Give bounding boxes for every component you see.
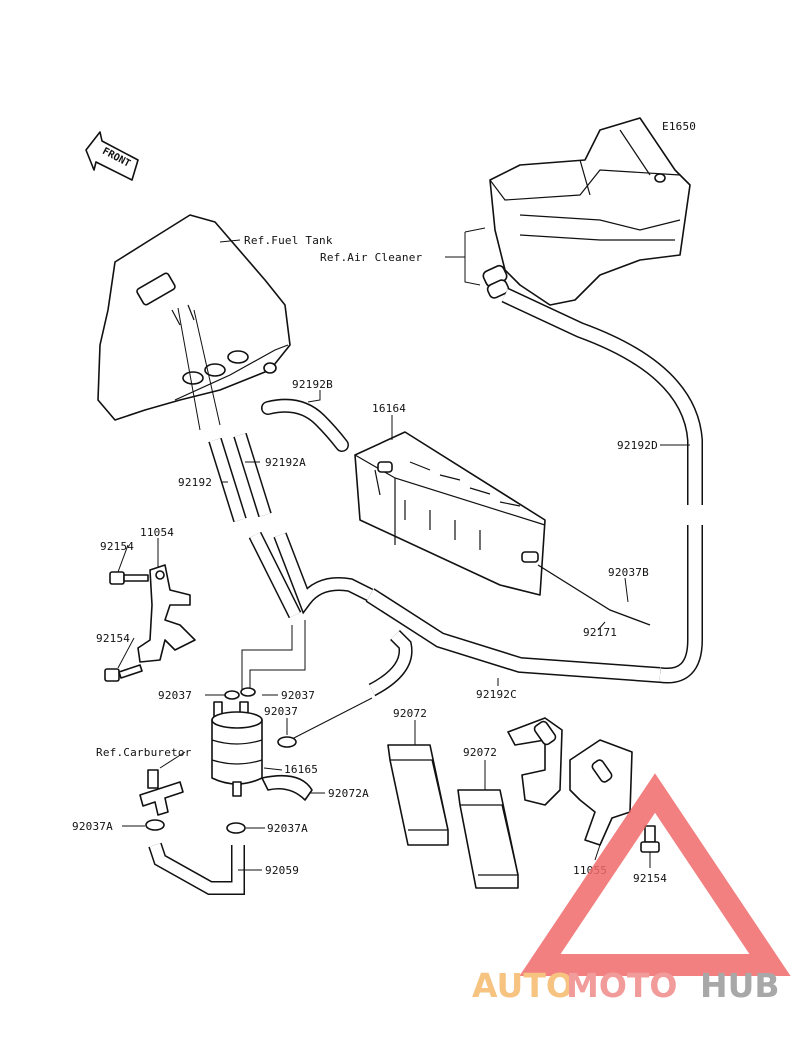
watermark-logo: AUTO MOTO HUB — [472, 773, 791, 1005]
hose-92192B — [261, 398, 349, 452]
watermark-auto: AUTO — [472, 966, 574, 1005]
front-arrow-icon: FRONT — [85, 131, 139, 181]
label-92192C: 92192C — [476, 688, 517, 701]
hose-92059 — [148, 842, 245, 895]
bolt-92154-b — [104, 664, 143, 682]
label-92192A: 92192A — [265, 456, 306, 469]
label-92037-mid: 92037 — [264, 705, 298, 718]
label-92037-right: 92037 — [281, 689, 315, 702]
clamp-92037A-right — [226, 822, 246, 834]
label-ref-fuel-tank: Ref.Fuel Tank — [244, 234, 333, 247]
bolt-92154-a — [109, 571, 149, 585]
bracket-11054 — [137, 564, 196, 663]
label-92037-left: 92037 — [158, 689, 192, 702]
label-92154-c: 92154 — [633, 872, 667, 885]
watermark-moto: MOTO — [566, 966, 677, 1005]
watermark-hub: HUB — [700, 966, 780, 1005]
charcoal-canister — [354, 431, 546, 596]
label-ref-air-cleaner: Ref.Air Cleaner — [320, 251, 423, 264]
clamp-92037-mid — [277, 736, 297, 748]
t-joint — [139, 769, 184, 816]
label-92072-b: 92072 — [463, 746, 497, 759]
air-cleaner-fitting — [482, 264, 510, 299]
air-cleaner-housing — [489, 117, 691, 306]
label-16164: 16164 — [372, 402, 406, 415]
label-92192: 92192 — [178, 476, 212, 489]
label-16165: 16165 — [284, 763, 318, 776]
label-92037A-right: 92037A — [267, 822, 308, 835]
label-92171: 92171 — [583, 626, 617, 639]
label-92037A-left: 92037A — [72, 820, 113, 833]
band-92072-a — [387, 744, 449, 846]
label-ref-carburetor: Ref.Carburetor — [96, 746, 192, 759]
clamp-92072A — [261, 774, 313, 801]
fuel-tank — [97, 214, 291, 421]
clamp-92037-pair — [224, 687, 256, 700]
label-92037B: 92037B — [608, 566, 649, 579]
bolt-92154-c — [640, 825, 660, 853]
hose-92192C — [365, 564, 661, 683]
label-92154-a: 92154 — [100, 540, 134, 553]
hose-filter-link — [289, 630, 413, 741]
leader-lines — [117, 227, 690, 871]
label-11054: 11054 — [140, 526, 174, 539]
bracket-11055 — [507, 717, 633, 846]
hose-92192D — [501, 287, 703, 684]
diagram-code: E1650 — [662, 120, 696, 133]
label-92192B: 92192B — [292, 378, 333, 391]
label-92072-a: 92072 — [393, 707, 427, 720]
clamp-92037A-left — [145, 819, 165, 831]
fuel-filter — [211, 701, 263, 797]
label-92072A: 92072A — [328, 787, 369, 800]
label-92059: 92059 — [265, 864, 299, 877]
band-92072-b — [457, 789, 519, 889]
label-92192D: 92192D — [617, 439, 658, 452]
label-92154-b: 92154 — [96, 632, 130, 645]
hose-92192-pair — [177, 307, 374, 690]
